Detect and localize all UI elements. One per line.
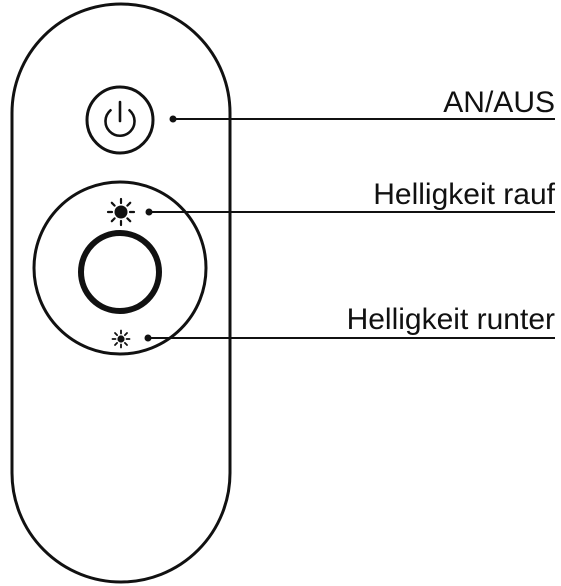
callout-brightness-down-label: Helligkeit runter [347, 303, 555, 336]
callout-brightness-up-label: Helligkeit rauf [373, 178, 555, 211]
power-icon [104, 100, 136, 137]
callout-brightness-down: Helligkeit runter [144, 303, 555, 342]
sun-large-icon[interactable] [106, 197, 136, 227]
center-button[interactable] [78, 230, 162, 314]
callout-power-label: AN/AUS [443, 86, 555, 119]
power-button[interactable] [85, 85, 155, 155]
sun-small-icon[interactable] [111, 329, 131, 349]
callout-brightness-up: Helligkeit rauf [145, 178, 556, 216]
callout-power: AN/AUS [169, 86, 555, 123]
